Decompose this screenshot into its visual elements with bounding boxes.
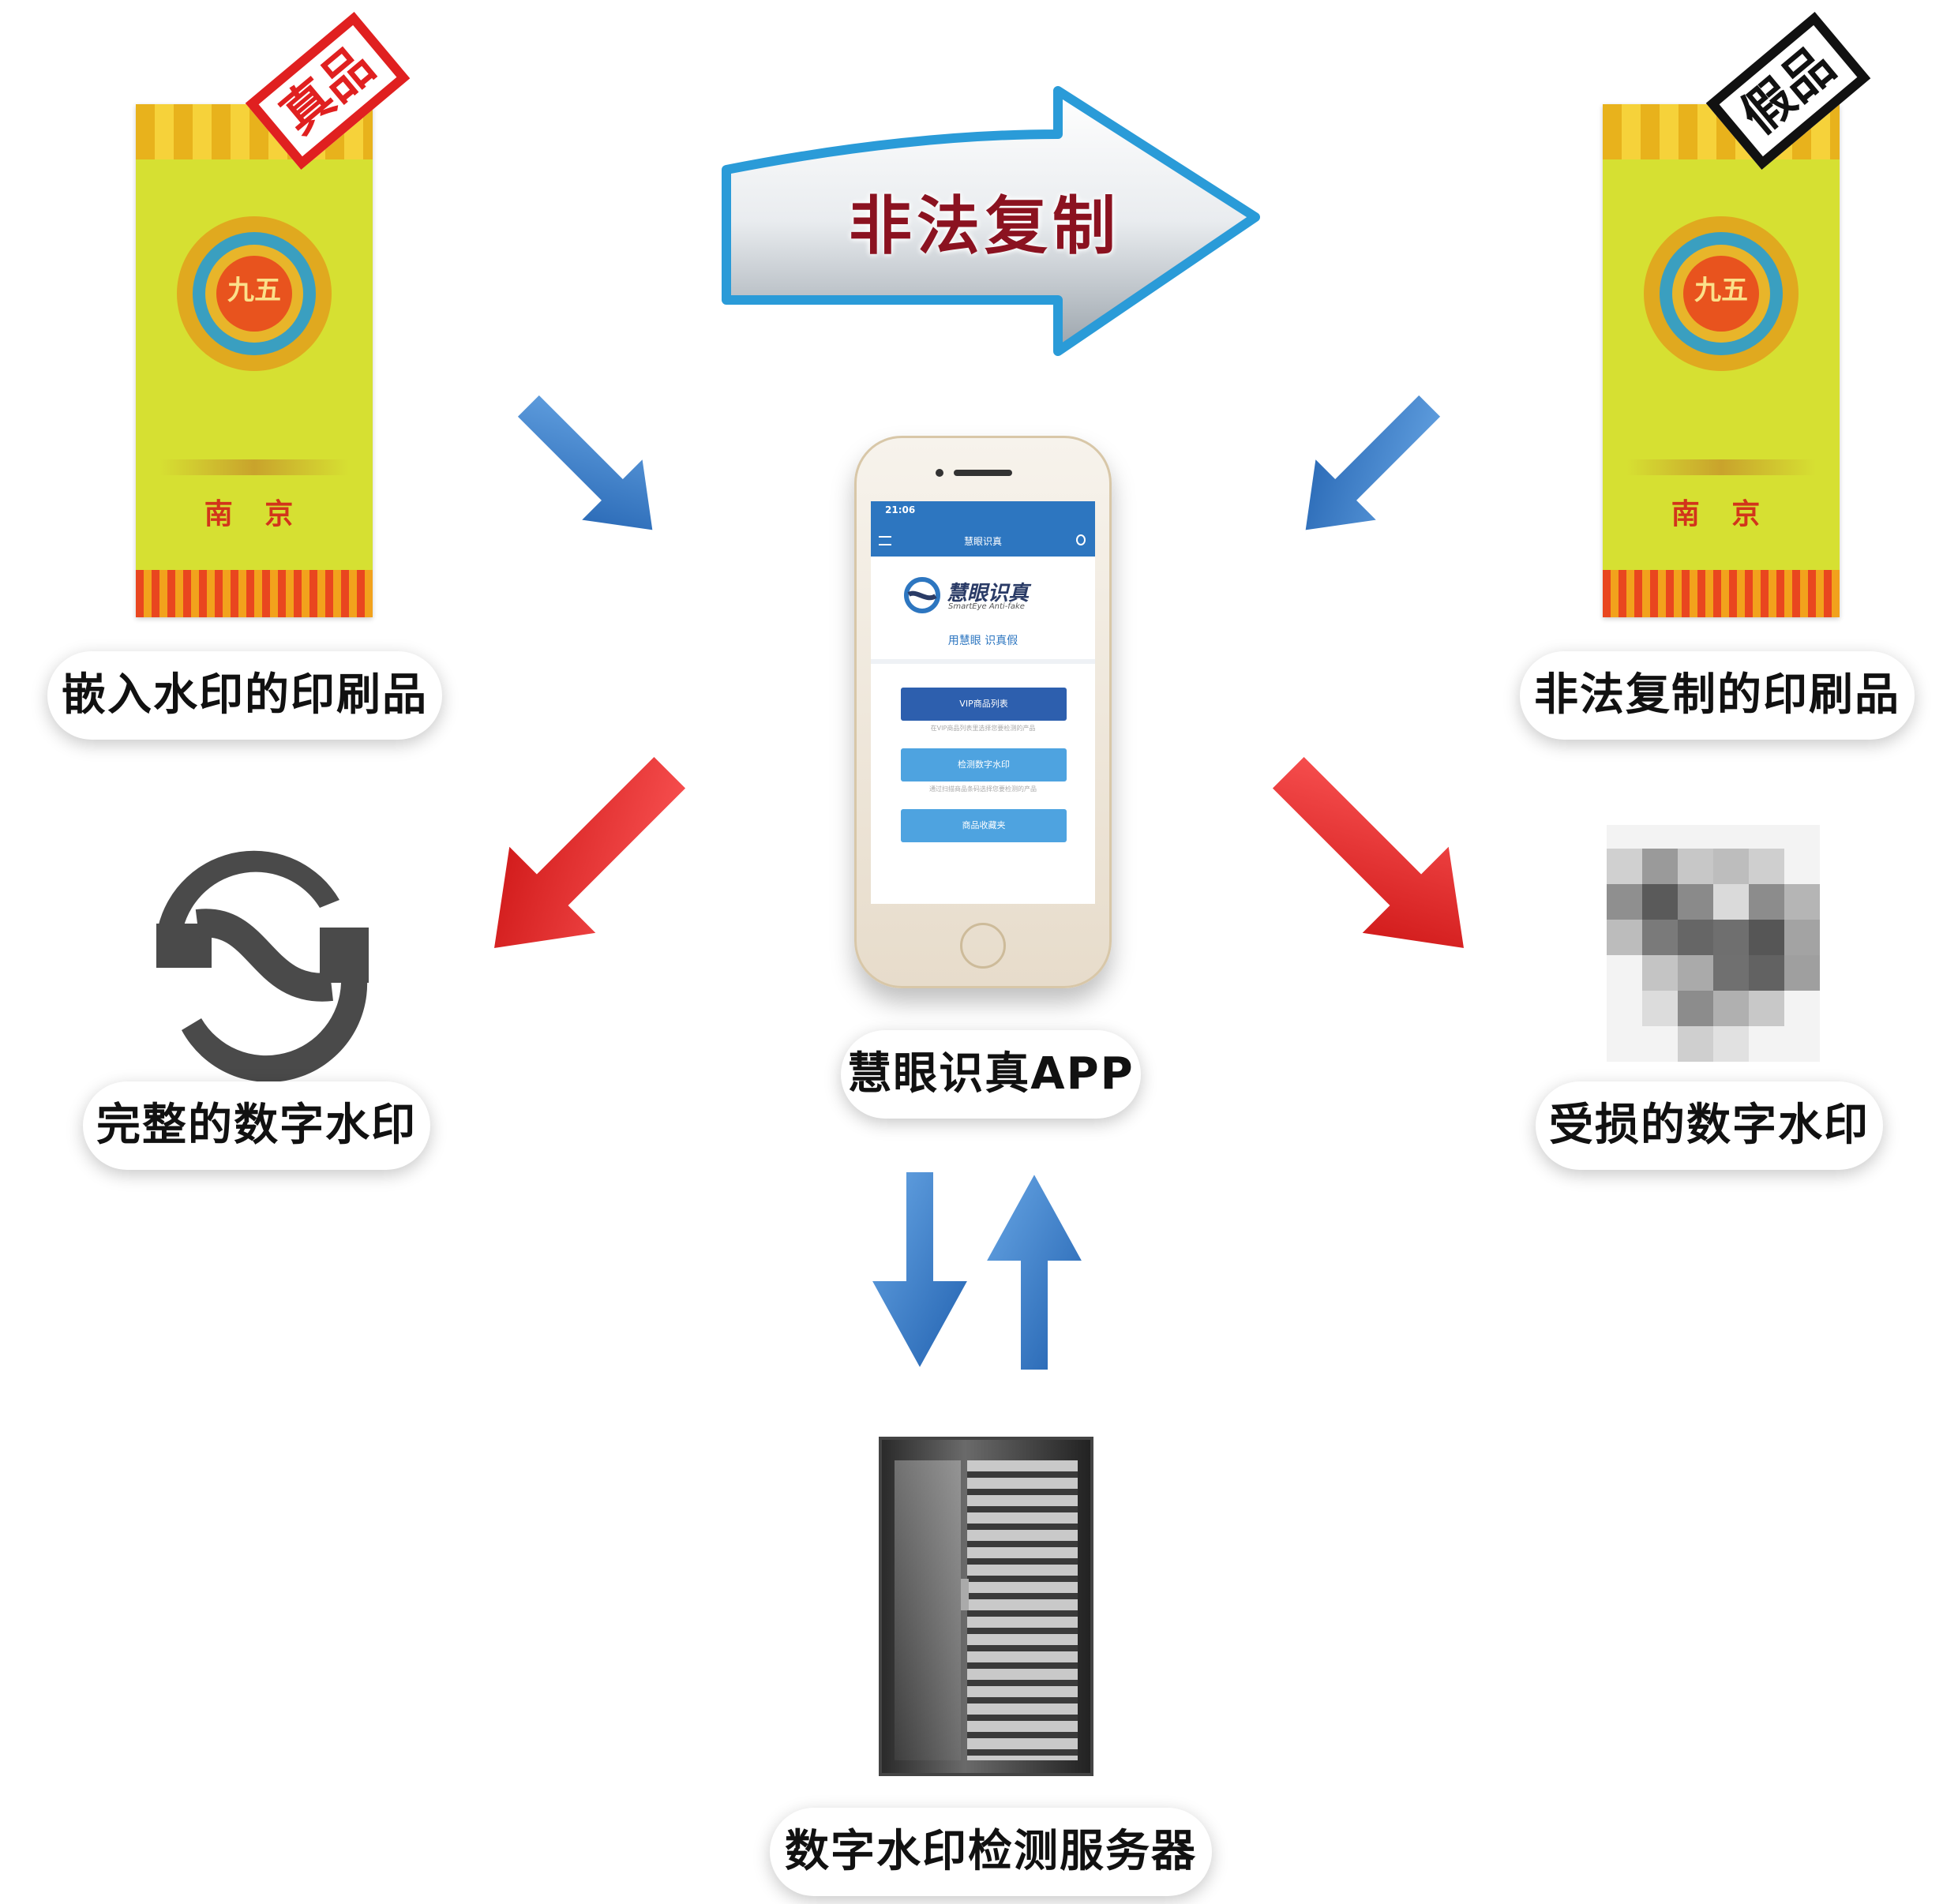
illegal-copy-text: 非法复制 [849,189,1120,263]
detect-watermark-button[interactable]: 检测数字水印 [901,748,1067,781]
damaged-watermark [1607,825,1820,1062]
user-icon[interactable] [1076,534,1086,545]
phone-speaker [954,470,1012,476]
intact-watermark-logo [156,850,369,1082]
label-damaged-watermark: 受损的数字水印 [1536,1081,1883,1170]
label-intact-watermark: 完整的数字水印 [83,1081,430,1170]
smartphone: 21:06 慧眼识真 慧眼识真 SmartEye Anti-fake 用慧眼 识… [854,436,1112,988]
detect-watermark-hint: 通过扫描商品条码选择您要检测的产品 [929,785,1037,793]
app-header: 21:06 慧眼识真 [871,501,1095,557]
ticket-city: 南 京 [1671,498,1772,530]
red-arrow-left-down [486,748,695,956]
server-rack-units [967,1460,1078,1760]
label-server: 数字水印检测服务器 [770,1808,1212,1896]
label-original-print: 嵌入水印的印刷品 [47,651,442,740]
label-copied-print: 非法复制的印刷品 [1520,651,1915,740]
red-arrow-right-down [1263,748,1472,956]
blue-arrow-right-down [1300,388,1447,536]
vip-list-hint: 在VIP商品列表里选择您要检测的产品 [930,725,1036,732]
ticket-medal [1644,216,1799,371]
brand-sub: SmartEye Anti-fake [948,602,1025,611]
ticket-bottom-band [136,570,373,617]
vip-list-button[interactable]: VIP商品列表 [901,688,1067,721]
label-app: 慧眼识真APP [841,1030,1141,1119]
illegal-copy-arrow [722,86,1260,356]
ticket-city: 南 京 [204,498,305,530]
app-logo: 慧眼识真 SmartEye Anti-fake [902,574,1076,617]
ticket-medal-text: 九五 [1694,275,1748,306]
menu-icon[interactable] [879,536,891,545]
app-title: 慧眼识真 [963,536,1002,547]
arrow-down-to-server [864,1168,976,1377]
ticket-medal-text: 九五 [227,275,281,306]
brand-name: 慧眼识真 [947,582,1030,605]
brand-logo-icon [904,577,940,613]
ticket-dragon-ornament [1626,459,1816,475]
divider [871,659,1095,664]
ticket-bottom-band [1603,570,1840,617]
server-glass-door [895,1460,961,1760]
copied-print: 九五 南 京 [1603,104,1840,617]
phone-screen: 21:06 慧眼识真 慧眼识真 SmartEye Anti-fake 用慧眼 识… [871,501,1095,904]
genuine-print: 九五 南 京 [136,104,373,617]
home-button[interactable] [960,923,1006,969]
ticket-medal [177,216,332,371]
status-time: 21:06 [885,504,916,515]
favorites-button[interactable]: 商品收藏夹 [901,809,1067,842]
detection-server [879,1429,1093,1784]
blue-arrow-left-down [511,388,658,536]
slogan: 用慧眼 识真假 [947,635,1018,647]
server-door-handle [961,1579,969,1610]
ticket-dragon-ornament [159,459,349,475]
phone-camera [936,469,943,477]
arrow-up-to-phone [978,1164,1090,1374]
